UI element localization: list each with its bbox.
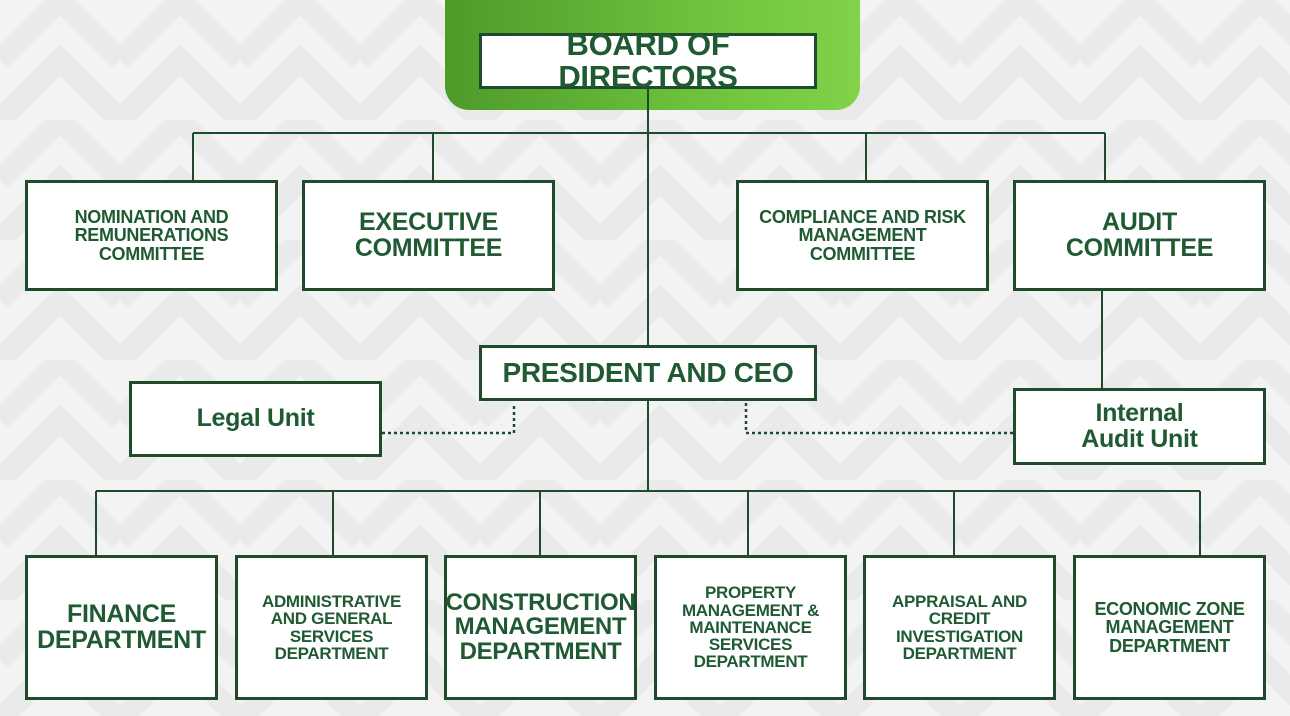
president-ceo-label: PRESIDENT AND CEO	[502, 356, 794, 388]
construction-department-label: CONSTRUCTION MANAGEMENT DEPARTMENT	[445, 588, 636, 665]
board-of-directors-label: BOARD OF DIRECTORS	[558, 27, 738, 94]
appraisal-department-box: APPRAISAL AND CREDIT INVESTIGATION DEPAR…	[863, 555, 1056, 700]
president-ceo-box: PRESIDENT AND CEO	[479, 345, 817, 401]
internal-audit-unit-box: Internal Audit Unit	[1013, 388, 1266, 465]
compliance-committee-box: COMPLIANCE AND RISK MANAGEMENT COMMITTEE	[736, 180, 989, 291]
admin-department-box: ADMINISTRATIVE AND GENERAL SERVICES DEPA…	[235, 555, 428, 700]
audit-committee-box: AUDIT COMMITTEE	[1013, 180, 1266, 291]
board-of-directors-box: BOARD OF DIRECTORS	[479, 29, 817, 92]
legal-unit-box: Legal Unit	[129, 381, 382, 457]
nomination-committee-box: NOMINATION AND REMUNERATIONS COMMITTEE	[25, 180, 278, 291]
property-department-box: PROPERTY MANAGEMENT & MAINTENANCE SERVIC…	[654, 555, 847, 700]
executive-committee-box: EXECUTIVE COMMITTEE	[302, 180, 555, 291]
nomination-committee-label: NOMINATION AND REMUNERATIONS COMMITTEE	[74, 206, 229, 264]
legal-unit-label: Legal Unit	[196, 404, 315, 433]
finance-department-label: FINANCE DEPARTMENT	[37, 600, 206, 654]
economic-zone-department-label: ECONOMIC ZONE MANAGEMENT DEPARTMENT	[1094, 598, 1245, 656]
internal-audit-dotted-line	[744, 403, 1013, 435]
admin-department-label: ADMINISTRATIVE AND GENERAL SERVICES DEPA…	[261, 591, 402, 663]
audit-committee-label: AUDIT COMMITTEE	[1065, 208, 1214, 262]
executive-committee-label: EXECUTIVE COMMITTEE	[354, 208, 503, 262]
property-department-label: PROPERTY MANAGEMENT & MAINTENANCE SERVIC…	[681, 583, 820, 672]
construction-department-box: CONSTRUCTION MANAGEMENT DEPARTMENT	[444, 555, 637, 700]
legal-dotted-line	[382, 403, 516, 435]
economic-zone-department-box: ECONOMIC ZONE MANAGEMENT DEPARTMENT	[1073, 555, 1266, 700]
finance-department-box: FINANCE DEPARTMENT	[25, 555, 218, 700]
compliance-committee-label: COMPLIANCE AND RISK MANAGEMENT COMMITTEE	[759, 206, 966, 264]
internal-audit-unit-label: Internal Audit Unit	[1081, 399, 1198, 453]
appraisal-department-label: APPRAISAL AND CREDIT INVESTIGATION DEPAR…	[892, 591, 1027, 663]
